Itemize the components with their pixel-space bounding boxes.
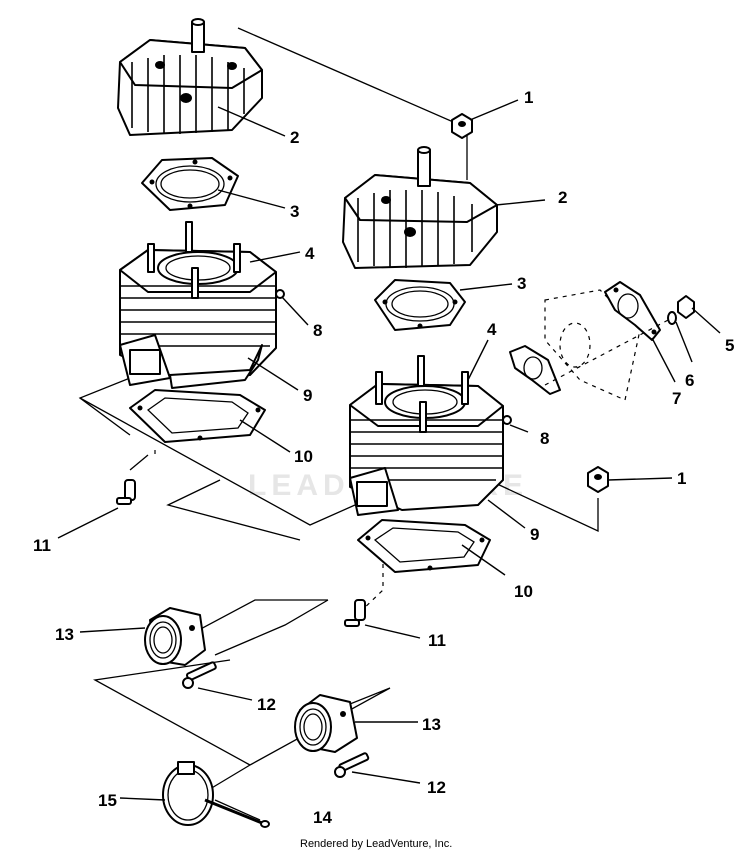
intake-boot-right[interactable]	[294, 694, 358, 753]
stud-nut-5[interactable]	[677, 295, 695, 319]
washer-6[interactable]	[667, 311, 677, 325]
nut-lower[interactable]	[587, 466, 609, 493]
oil-fitting-left[interactable]	[116, 479, 136, 505]
callout-8-left: 8	[313, 321, 322, 340]
base-gasket-left[interactable]	[129, 389, 266, 443]
stud-axis	[544, 317, 673, 386]
callout-7: 7	[672, 389, 681, 408]
head-gasket-left[interactable]	[141, 157, 239, 211]
callout-8-right: 8	[540, 429, 549, 448]
callout-3-left: 3	[290, 202, 299, 221]
cylinder-head-right[interactable]	[342, 146, 498, 269]
callout-15: 15	[98, 791, 117, 810]
oil-fitting-right[interactable]	[344, 599, 366, 627]
bolt-12-left[interactable]	[182, 661, 217, 689]
callout-14: 14	[313, 808, 332, 827]
nut-top[interactable]	[451, 113, 473, 139]
callout-5: 5	[725, 336, 734, 355]
callout-2-left: 2	[290, 128, 299, 147]
callout-11-right: 11	[428, 631, 446, 650]
cylinder-left[interactable]	[119, 221, 285, 389]
intake-boot-left[interactable]	[144, 607, 206, 666]
callout-9-left: 9	[303, 386, 312, 405]
callout-6: 6	[685, 371, 694, 390]
callout-12-right: 12	[427, 778, 446, 797]
callout-13-left: 13	[55, 625, 74, 644]
callout-9-right: 9	[530, 525, 539, 544]
exhaust-gasket-right[interactable]	[604, 281, 661, 341]
callout-10-left: 10	[294, 447, 313, 466]
clamp-screw[interactable]	[204, 798, 270, 828]
callout-13-right: 13	[422, 715, 441, 734]
footer-credit: Rendered by LeadVenture, Inc.	[300, 838, 452, 850]
callout-3-right: 3	[517, 274, 526, 293]
bolt-12-right[interactable]	[334, 752, 370, 778]
callout-4-left: 4	[305, 244, 315, 263]
intake-gasket-small[interactable]	[509, 345, 561, 395]
head-gasket-right[interactable]	[374, 279, 466, 331]
callout-1-lower: 1	[677, 469, 686, 488]
exhaust-gasket-ghost	[544, 289, 641, 401]
callout-10-right: 10	[514, 582, 533, 601]
base-gasket-right[interactable]	[357, 519, 491, 573]
cylinder-right[interactable]	[349, 355, 512, 516]
callout-4-right: 4	[487, 320, 497, 339]
callout-12-left: 12	[257, 695, 276, 714]
cylinder-head-left[interactable]	[117, 18, 263, 136]
hose-clamp[interactable]	[162, 761, 214, 826]
leader-lines	[57, 99, 721, 801]
callout-1-top: 1	[524, 88, 533, 107]
callout-2-right: 2	[558, 188, 567, 207]
callout-11-left: 11	[33, 536, 51, 555]
